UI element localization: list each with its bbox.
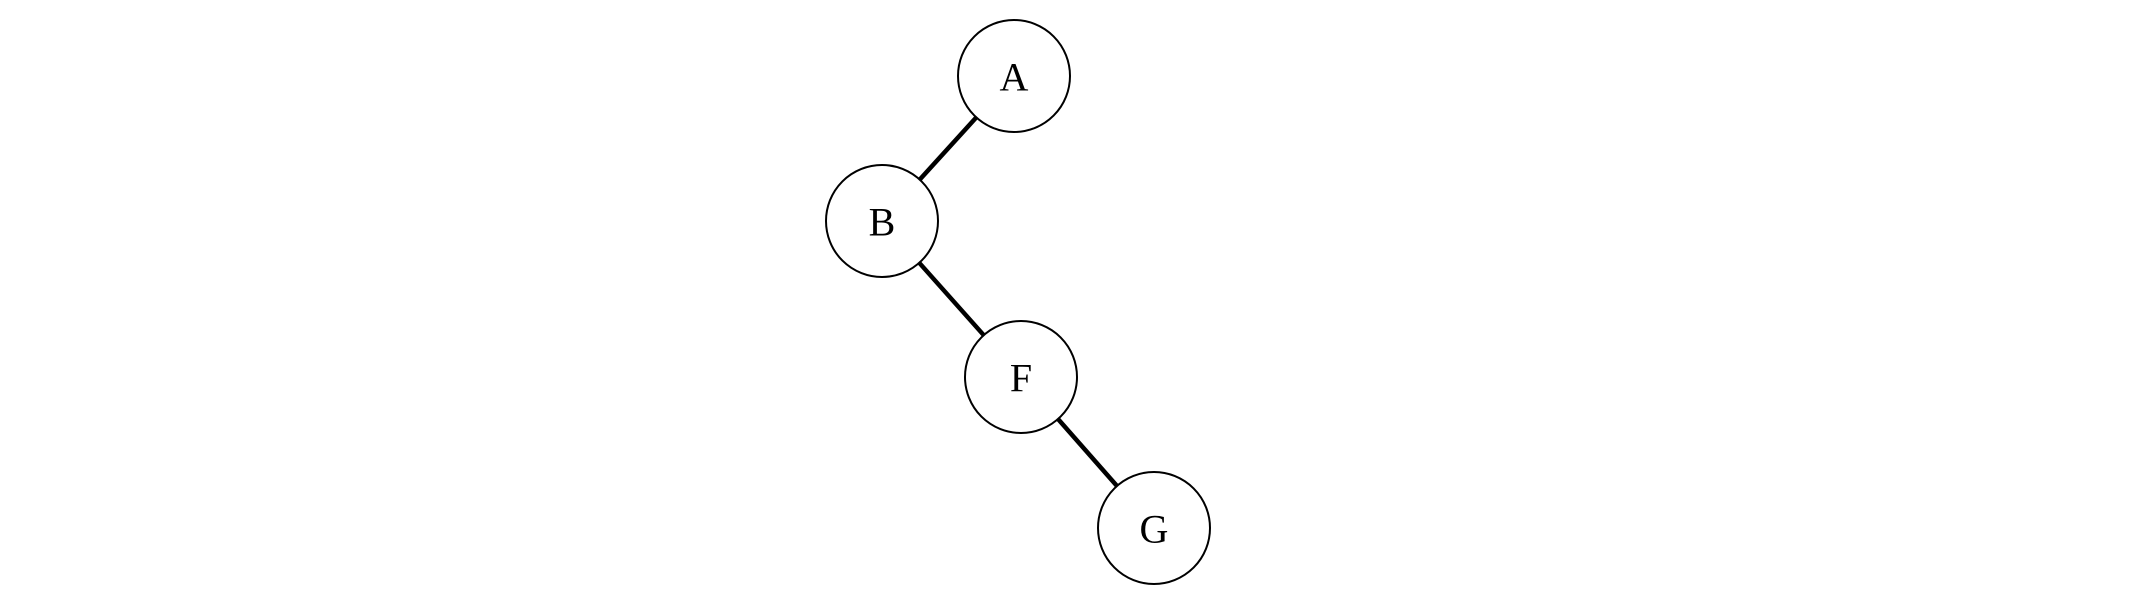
- node-circle-A[interactable]: [957, 19, 1071, 133]
- node-circle-G[interactable]: [1097, 471, 1211, 585]
- graph-node-A[interactable]: A: [957, 19, 1071, 133]
- graph-node-B[interactable]: B: [825, 164, 939, 278]
- node-layer: A B F G: [825, 19, 1211, 585]
- graph-edge-F-G: [1056, 417, 1119, 488]
- node-label-F: F: [1010, 356, 1032, 401]
- graph-node-G[interactable]: G: [1097, 471, 1211, 585]
- node-label-B: B: [869, 200, 896, 245]
- node-label-G: G: [1140, 507, 1169, 552]
- node-circle-B[interactable]: [825, 164, 939, 278]
- node-label-A: A: [1000, 55, 1029, 100]
- graph-edge-A-B: [918, 115, 978, 182]
- edge-layer: [917, 115, 1119, 488]
- graph-edge-B-F: [917, 261, 986, 337]
- node-circle-F[interactable]: [964, 320, 1078, 434]
- graph-node-F[interactable]: F: [964, 320, 1078, 434]
